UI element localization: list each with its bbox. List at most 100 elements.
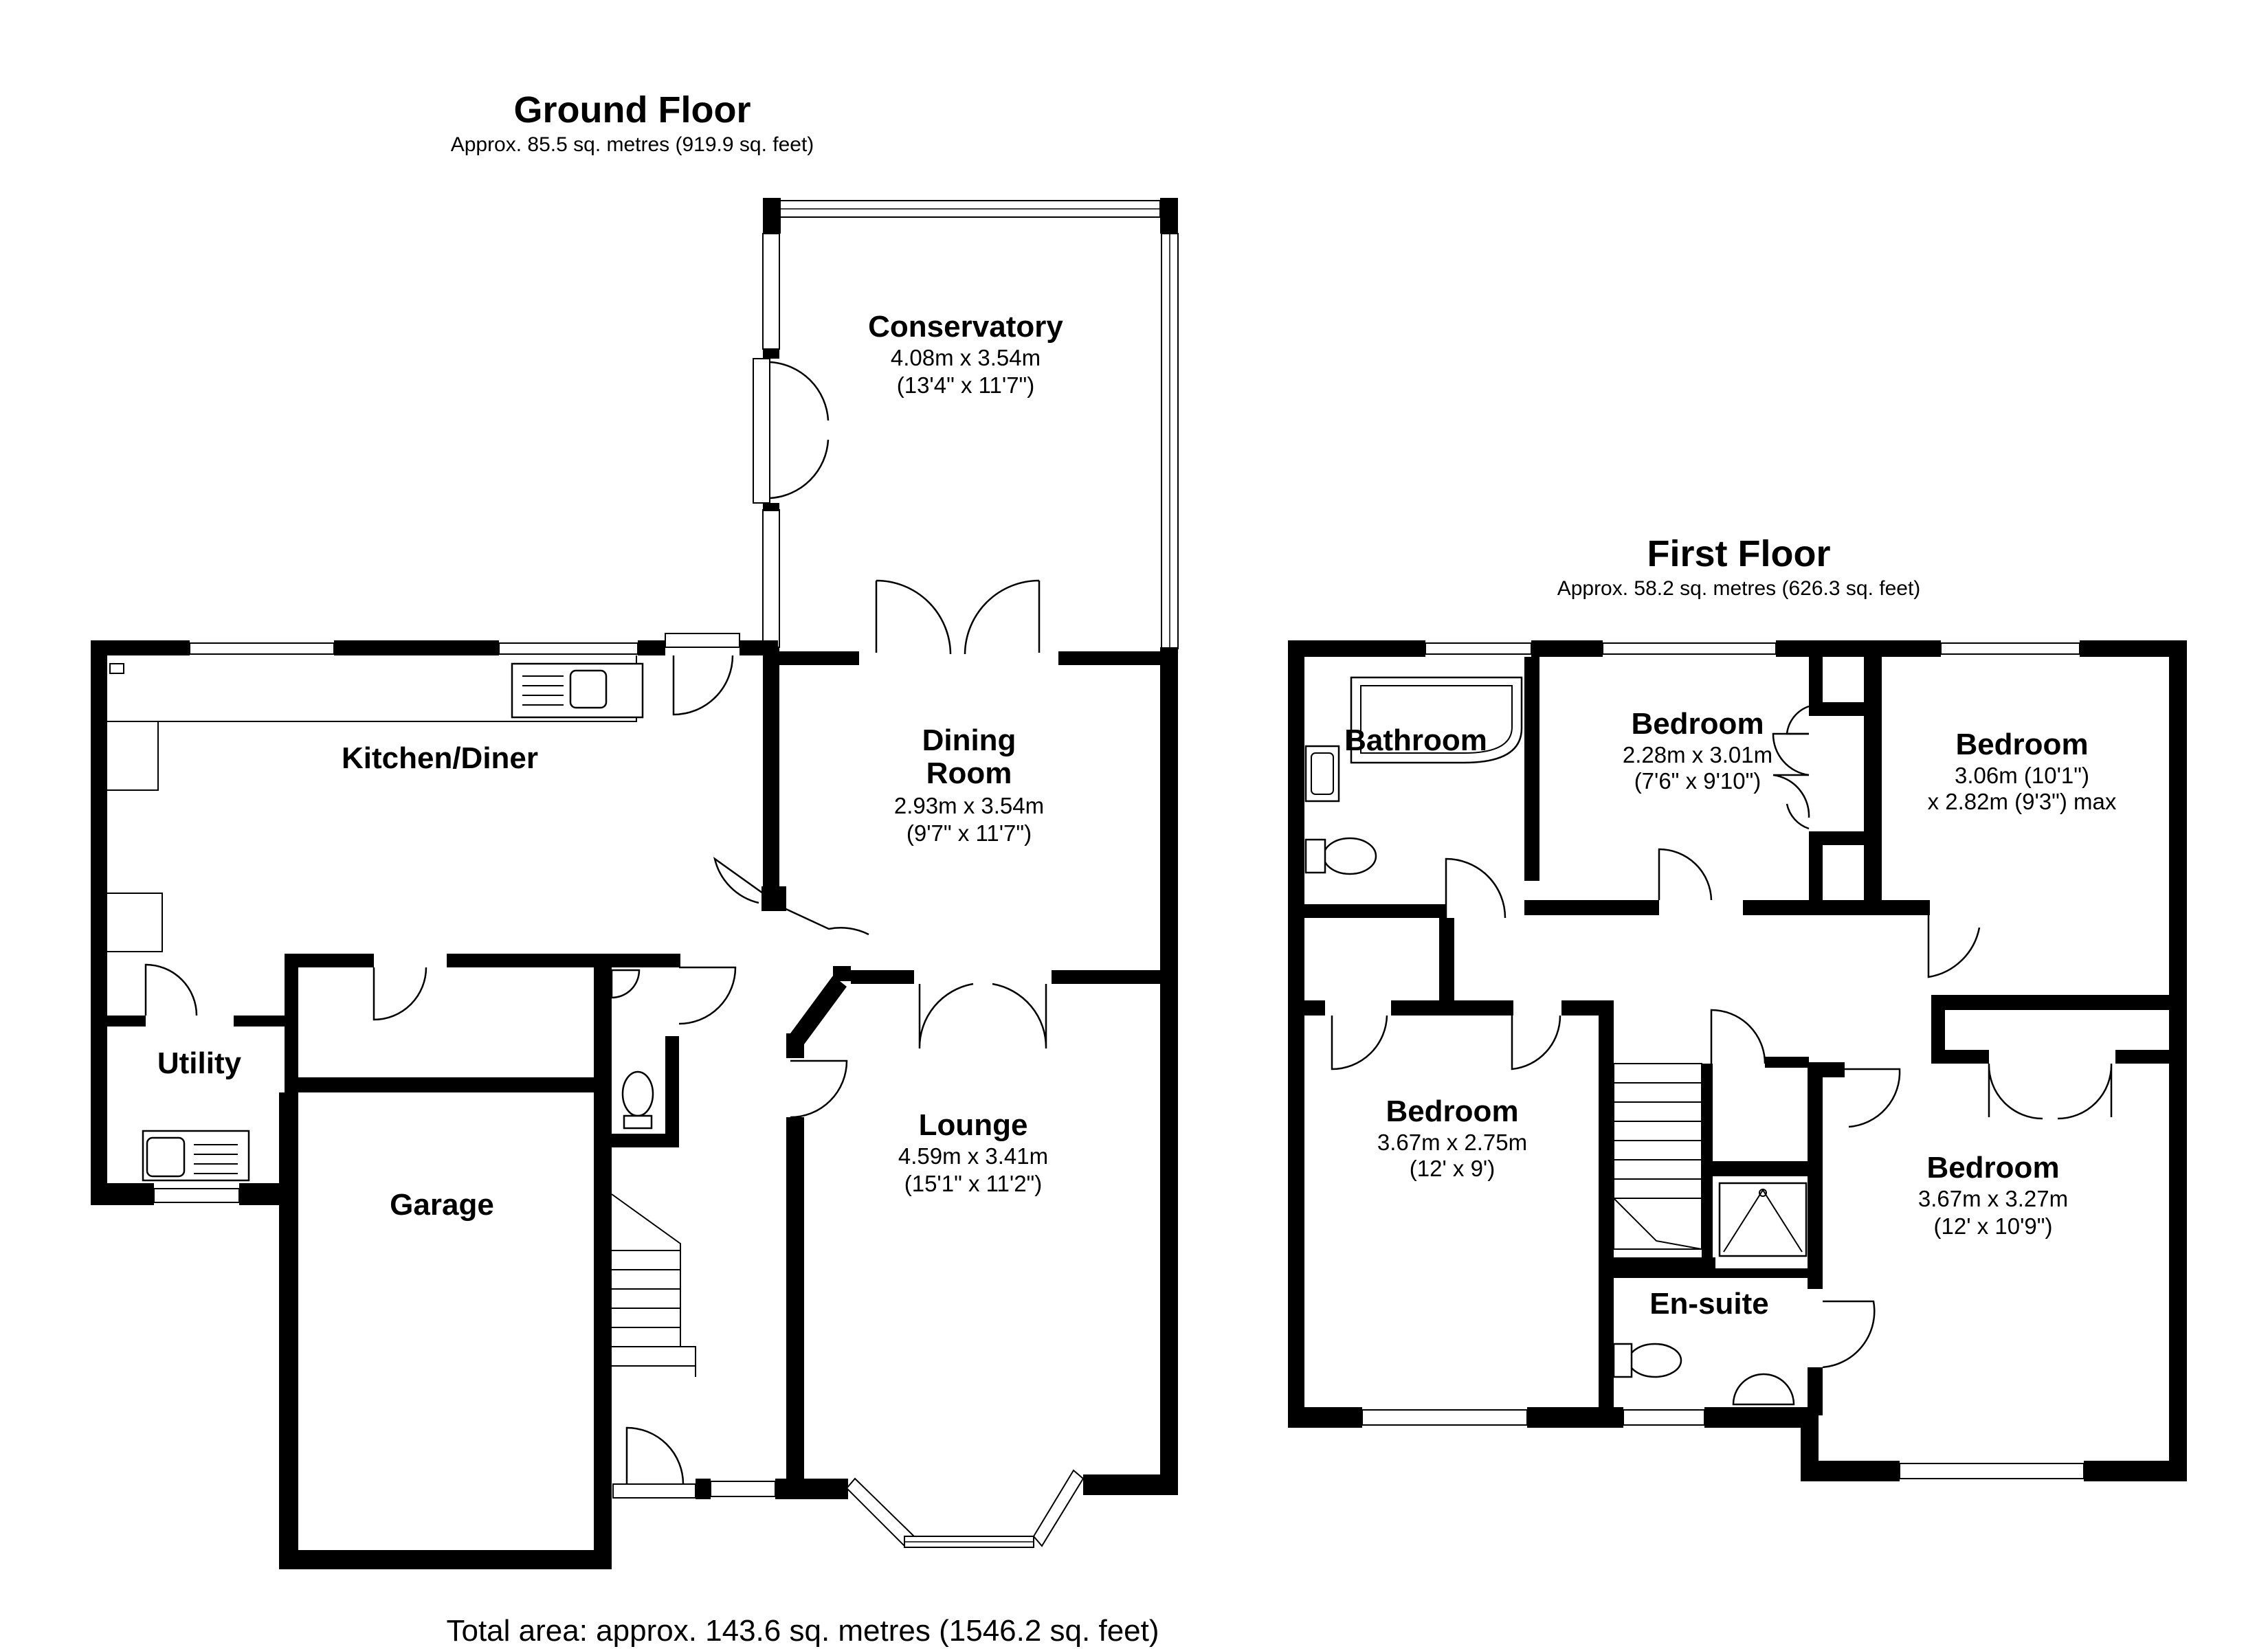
wall-segment [1614, 1257, 1715, 1268]
wall-segment [1808, 1367, 1823, 1415]
ground-stairs [611, 1193, 696, 1377]
wall-segment [1391, 1000, 1513, 1016]
lounge-door-icon [918, 983, 1047, 1049]
shower-icon [1718, 1182, 1808, 1257]
bedroom-ne-label: Bedroom [1955, 728, 2088, 761]
wall-segment [665, 1036, 679, 1147]
wall-segment [1864, 900, 1930, 915]
utility-label: Utility [157, 1046, 242, 1080]
wall-segment [786, 1117, 804, 1499]
wall-segment [107, 1016, 146, 1027]
wc-basin-icon [610, 969, 641, 999]
hall-dining-door-icon [772, 901, 869, 936]
dining-label-line1: Dining [922, 723, 1016, 757]
kitchen-sink-icon [511, 662, 644, 719]
wall-segment [763, 647, 779, 893]
bathroom-basin-icon [1304, 745, 1340, 803]
wall-segment [612, 1134, 679, 1147]
wall-segment [91, 640, 190, 655]
bedroom-ne-dim-2: x 2.82m (9'3") max [1928, 789, 2117, 814]
wall-segment [790, 976, 847, 1044]
first-stairs [1613, 1063, 1702, 1250]
wall-segment [763, 503, 779, 511]
wall-segment [1599, 1000, 1614, 1421]
wall-segment [1288, 640, 1304, 1428]
conservatory-door-icon [769, 361, 830, 500]
wall-segment [763, 349, 779, 359]
wall-segment [447, 954, 594, 967]
wall-segment [2169, 640, 2187, 1481]
wall-segment [1288, 640, 1425, 657]
wall-segment [1439, 918, 1454, 1007]
wall-segment [833, 966, 851, 981]
bay-window [845, 1469, 1085, 1548]
wall-segment [1083, 1474, 1178, 1495]
wall-segment [786, 1033, 804, 1058]
wall-segment [1809, 831, 1864, 845]
bedroom-ne-dim-1: 3.06m (10'1") [1955, 763, 2089, 788]
bedroom-small-label: Bedroom [1631, 707, 1764, 741]
airing-cupboard-door-icon [1710, 1009, 1766, 1064]
first-floor-plan [1288, 640, 2187, 1481]
wall-segment [1809, 845, 1823, 903]
wc-door-icon [678, 966, 737, 1025]
wall-segment [1809, 657, 1823, 702]
wall-segment [91, 640, 107, 1205]
bathroom-door-icon [1445, 857, 1507, 919]
bedroom-small-dim-ft: (7'6" x 9'10") [1634, 768, 1761, 794]
wall-segment [1704, 1407, 1814, 1428]
front-door-frame [612, 1483, 696, 1499]
ground-floor-title: Ground Floor [514, 89, 751, 131]
wall-segment [696, 1479, 711, 1499]
bedroom-w-label: Bedroom [1386, 1095, 1518, 1128]
wall-segment [1808, 1062, 1845, 1077]
bathroom-toilet-icon [1304, 837, 1377, 875]
wc-toilet-icon [621, 1070, 654, 1130]
lounge-dim-ft: (15'1" x 11'2") [904, 1171, 1043, 1196]
wall-segment [612, 954, 680, 967]
conservatory-dim-m: 4.08m x 3.54m [891, 345, 1041, 370]
wall-segment [1524, 900, 1659, 915]
lounge-label: Lounge [919, 1108, 1028, 1142]
wall-segment [1531, 640, 1603, 657]
wall-segment [1931, 995, 2169, 1010]
first-floor-area: Approx. 58.2 sq. metres (626.3 sq. feet) [1557, 577, 1921, 600]
bedroom-se-door-icon [1845, 1068, 1901, 1128]
wall-segment [763, 198, 781, 234]
wall-segment [638, 640, 665, 655]
bedroom-se-label: Bedroom [1926, 1151, 2059, 1185]
wall-segment [1288, 1407, 1362, 1428]
wall-segment [786, 1479, 848, 1499]
garage-label: Garage [390, 1188, 494, 1222]
wall-segment [1160, 647, 1178, 1490]
hall-door-icon [713, 857, 764, 904]
conservatory-label: Conservatory [868, 310, 1063, 344]
total-area: Total area: approx. 143.6 sq. metres (15… [446, 1614, 1159, 1648]
wall-segment [1945, 1050, 1989, 1064]
wall-segment [1809, 702, 1864, 716]
wall-segment [2115, 1050, 2170, 1064]
utility-door-icon [144, 963, 198, 1016]
store-door-icon [373, 967, 427, 1021]
wall-segment [851, 970, 914, 984]
bedroom-w-door-icon [1331, 1015, 1388, 1070]
wall-segment [1304, 904, 1446, 918]
bathroom-label: Bathroom [1344, 723, 1487, 757]
conservatory-glazing [753, 200, 1179, 649]
wall-segment [761, 886, 786, 911]
dining-dim-ft: (9'7" x 11'7") [907, 820, 1032, 846]
wall-segment [1702, 1064, 1713, 1267]
wall-segment [1765, 1057, 1809, 1068]
bath-icon [1350, 676, 1523, 764]
wall-segment [1776, 640, 1941, 657]
lounge-hall-door-icon [790, 1059, 848, 1119]
first-floor-title: First Floor [1647, 533, 1831, 574]
ground-floor-plan [91, 198, 1179, 1569]
wall-segment [1614, 1268, 1808, 1278]
wall-segment [1524, 657, 1539, 881]
utility-sink-icon [142, 1130, 250, 1182]
wall-segment [234, 1016, 296, 1027]
ground-floor-area: Approx. 85.5 sq. metres (919.9 sq. feet) [451, 133, 814, 156]
wall-segment [1160, 198, 1178, 234]
